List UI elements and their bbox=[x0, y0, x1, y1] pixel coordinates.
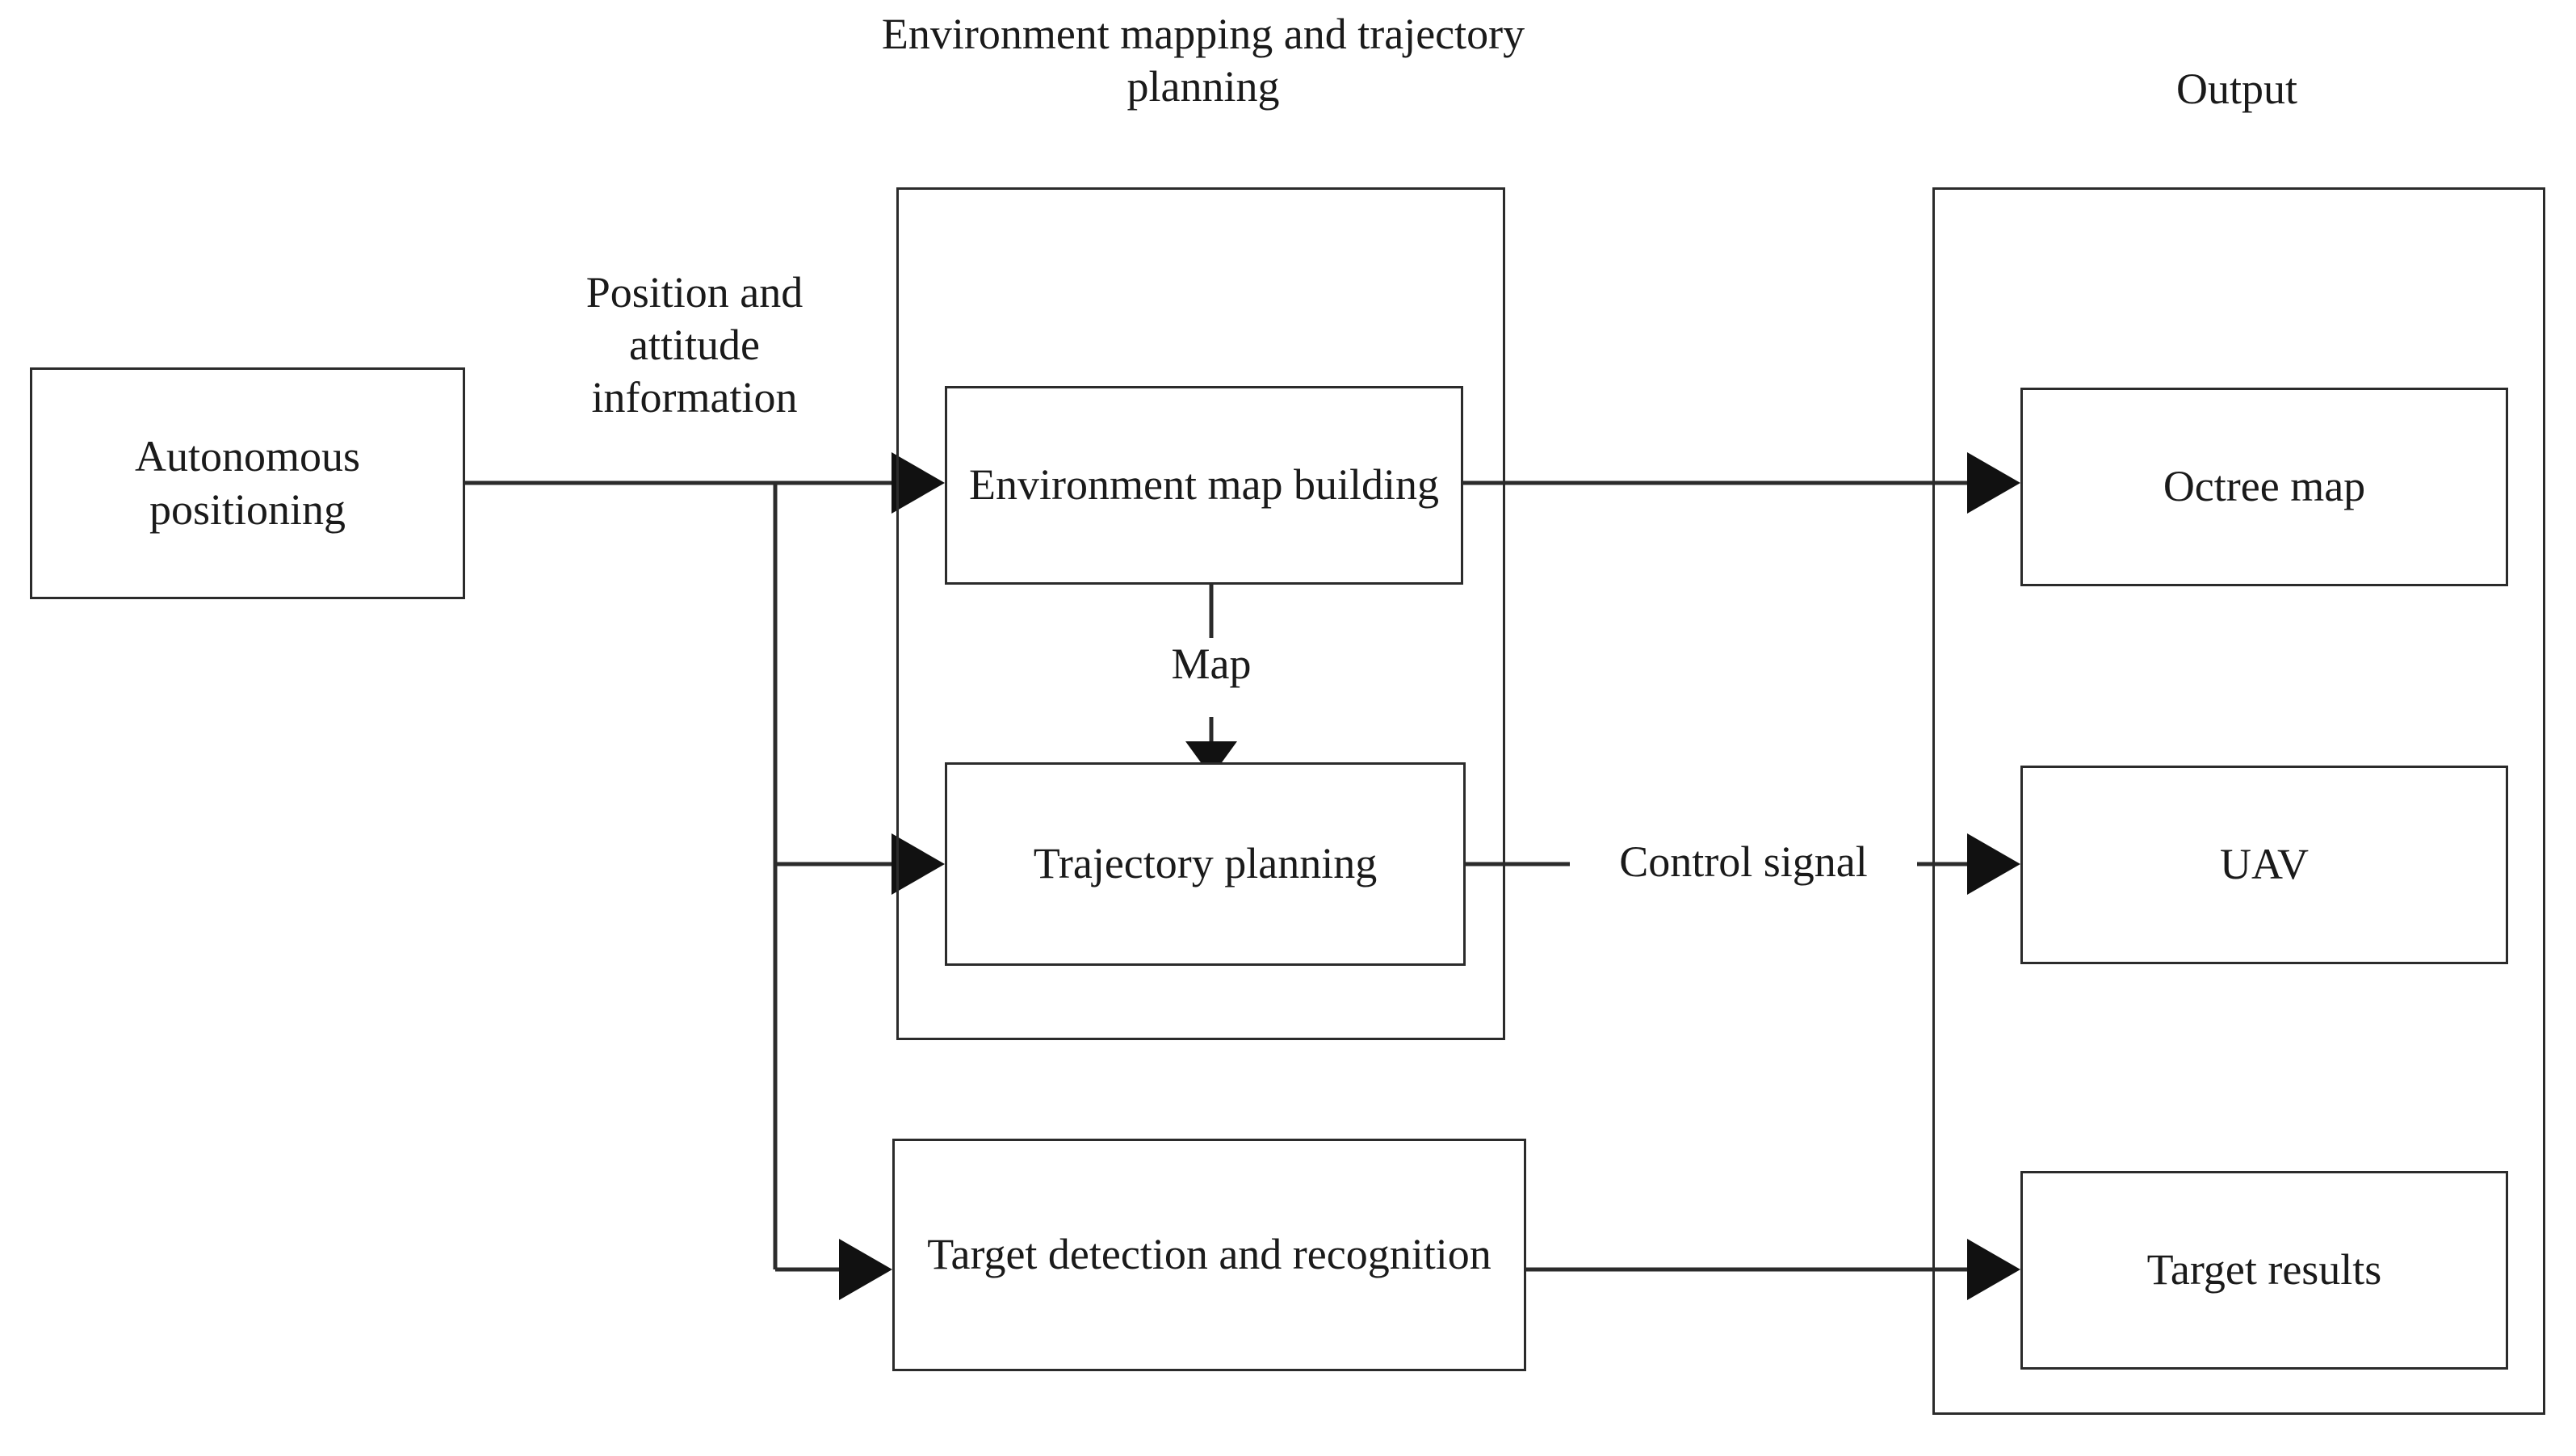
node-target-results[interactable]: Target results bbox=[2020, 1171, 2508, 1370]
group-label-environment-mapping: Environment mapping and trajectory plann… bbox=[881, 10, 1525, 111]
node-environment-map-building[interactable]: Environment map building bbox=[945, 386, 1463, 585]
group-output bbox=[1932, 187, 2545, 1415]
node-uav[interactable]: UAV bbox=[2020, 766, 2508, 964]
edge-label-map: Map bbox=[1139, 638, 1284, 690]
group-label-output: Output bbox=[2175, 65, 2297, 113]
node-autonomous-positioning[interactable]: Autonomous positioning bbox=[30, 367, 465, 599]
arrowhead-target-detection bbox=[839, 1239, 892, 1300]
node-octree-map[interactable]: Octree map bbox=[2020, 388, 2508, 586]
edge-label-position-attitude-information: Position and attitude information bbox=[533, 266, 856, 424]
group-environment-mapping-trajectory-planning bbox=[896, 187, 1505, 1040]
node-trajectory-planning[interactable]: Trajectory planning bbox=[945, 762, 1466, 966]
edge-label-control-signal: Control signal bbox=[1570, 836, 1917, 888]
node-target-detection-recognition[interactable]: Target detection and recognition bbox=[892, 1139, 1526, 1371]
